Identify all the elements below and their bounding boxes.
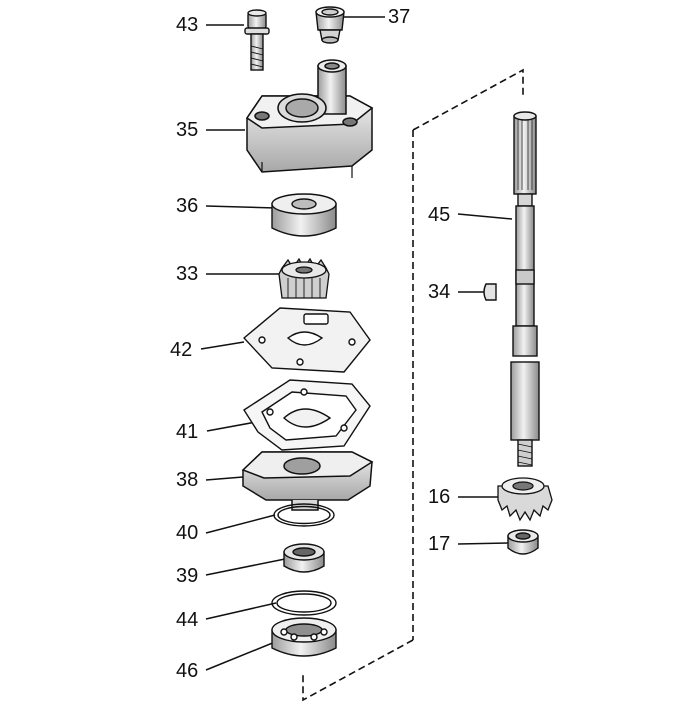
drive-shaft-part-45 [510,111,540,467]
callout-38: 38 [176,469,199,491]
callout-40: 40 [176,522,199,544]
o-ring-part-40 [273,503,335,527]
washer-part-44 [271,590,337,616]
leader-lines [200,16,513,671]
callout-39: 39 [176,565,199,587]
callout-36: 36 [176,195,199,217]
callout-35: 35 [176,119,199,141]
callout-16: 16 [428,486,451,508]
key-part-34 [483,283,497,301]
callout-45: 45 [428,204,451,226]
seal-part-39 [283,543,325,573]
callout-42: 42 [170,339,193,361]
pump-housing-part-35 [245,59,374,178]
gasket-part-42 [242,307,371,373]
callout-17: 17 [428,533,451,555]
callout-41: 41 [176,421,199,443]
bolt-part-43 [244,9,270,71]
plate-gasket-part-41 [243,379,371,451]
grommet-part-37 [315,6,345,44]
lower-housing-part-38 [241,451,374,511]
callout-37: 37 [388,6,411,28]
bearing-part-46 [271,617,337,657]
cartridge-part-36 [271,193,337,237]
impeller-part-33 [278,257,330,299]
callout-34: 34 [428,281,451,303]
pinion-gear-part-16 [497,477,553,522]
assembly-bracket [302,68,524,702]
callout-43: 43 [176,14,199,36]
nut-part-17 [507,529,539,555]
callout-44: 44 [176,609,199,631]
callout-33: 33 [176,263,199,285]
callout-46: 46 [176,660,199,682]
